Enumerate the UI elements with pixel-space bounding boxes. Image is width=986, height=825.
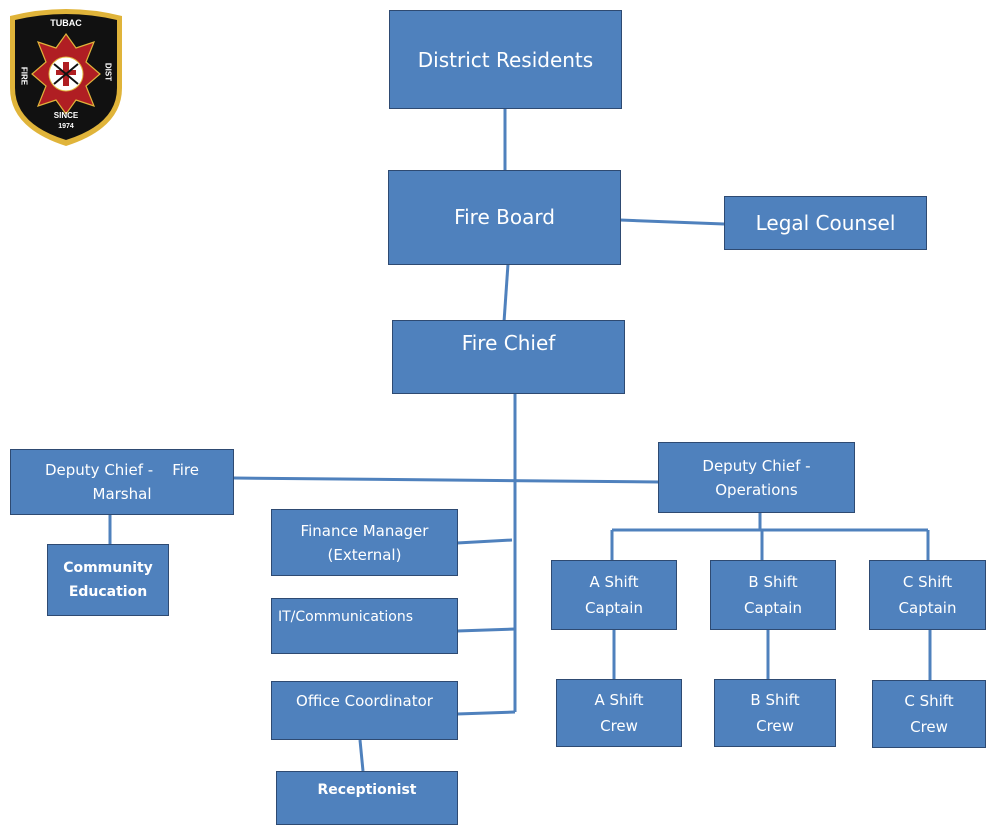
badge-since-text: SINCE [54, 111, 79, 120]
it-communications-box: IT/Communications [271, 598, 458, 654]
legal-counsel-label: Legal Counsel [755, 211, 896, 235]
badge-left-text: FIRE [20, 67, 29, 86]
deputy-chief-operations-label: Deputy Chief - Operations [702, 456, 811, 499]
maltese-cross-icon [31, 32, 101, 116]
c-shift-captain-label: C Shift Captain [898, 573, 957, 617]
fire-board-label: Fire Board [454, 205, 555, 229]
receptionist-label: Receptionist [317, 782, 417, 798]
badge-right-text: DIST [104, 63, 113, 81]
tubac-fire-district-badge-logo: TUBAC FIRE DIST SINCE 1974 [10, 9, 122, 146]
district-residents-label: District Residents [417, 47, 594, 72]
c-shift-captain-box: C Shift Captain [869, 560, 986, 630]
district-residents-box: District Residents [389, 10, 622, 109]
c-shift-crew-label: C Shift Crew [904, 692, 954, 736]
deputy-chief-fire-marshal-box: Deputy Chief - Fire Marshal [10, 449, 234, 515]
receptionist-box: Receptionist [276, 771, 458, 825]
connector-office-receptionist [358, 739, 365, 772]
b-shift-crew-label: B Shift Crew [750, 691, 800, 735]
deputy-chief-fire-marshal-label: Deputy Chief - Fire Marshal [44, 461, 199, 503]
b-shift-captain-box: B Shift Captain [710, 560, 836, 630]
deputy-chief-operations-box: Deputy Chief - Operations [658, 442, 855, 513]
connector-board-legal [619, 218, 725, 226]
office-coordinator-label: Office Coordinator [296, 692, 433, 710]
fire-chief-box: Fire Chief [392, 320, 625, 394]
office-coordinator-box: Office Coordinator [271, 681, 458, 740]
it-communications-label: IT/Communications [278, 609, 414, 625]
finance-manager-box: Finance Manager (External) [271, 509, 458, 576]
connector-finance [456, 538, 513, 545]
finance-manager-label: Finance Manager (External) [300, 521, 429, 564]
b-shift-captain-label: B Shift Captain [744, 573, 802, 617]
a-shift-captain-label: A Shift Captain [585, 573, 643, 617]
c-shift-crew-box: C Shift Crew [872, 680, 986, 748]
b-shift-crew-box: B Shift Crew [714, 679, 836, 747]
fire-chief-label: Fire Chief [461, 331, 556, 355]
badge-year-text: 1974 [58, 123, 74, 130]
connector-it [456, 627, 516, 633]
a-shift-crew-box: A Shift Crew [556, 679, 682, 747]
badge-top-text: TUBAC [50, 18, 82, 28]
connector-office [456, 710, 516, 716]
community-education-label: Community Education [63, 560, 153, 600]
legal-counsel-box: Legal Counsel [724, 196, 927, 250]
a-shift-captain-box: A Shift Captain [551, 560, 677, 630]
fire-board-box: Fire Board [388, 170, 621, 265]
connector-deputy-horizontal [233, 476, 661, 484]
community-education-box: Community Education [47, 544, 169, 616]
connector-board-chief [502, 263, 510, 323]
a-shift-crew-label: A Shift Crew [594, 691, 644, 735]
